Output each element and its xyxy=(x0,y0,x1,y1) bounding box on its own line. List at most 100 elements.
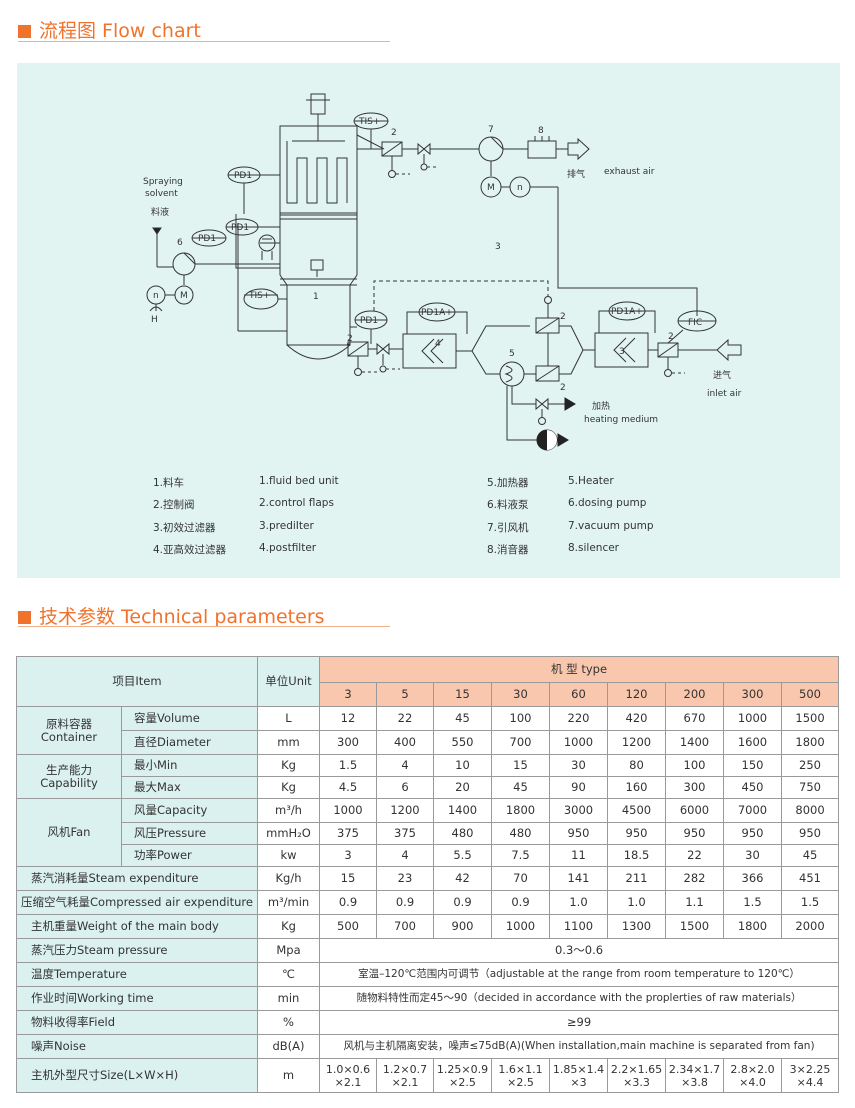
value-cell: 45 xyxy=(780,844,840,867)
value-cell: 12 xyxy=(319,706,377,731)
size-cell: 2.2×1.65×3.3 xyxy=(607,1058,666,1093)
table-row: 风压Pressure mmH₂O 375 375 480 480 950 950… xyxy=(17,822,840,845)
table-row: 作业时间Working time min 随物料特性而定45～90（decide… xyxy=(16,986,840,1011)
legend-item: 4.亚高效过滤器 xyxy=(153,543,227,556)
table-row: 直径Diameter mm 300 400 550 700 1000 1200 … xyxy=(17,730,840,755)
value-cell: 3000 xyxy=(549,798,608,823)
model-cell: 30 xyxy=(491,682,550,707)
unit-header: 单位Unit xyxy=(257,656,320,707)
row-unit: mm xyxy=(257,730,320,755)
legend-item: 6.dosing pump xyxy=(568,497,647,510)
value-cell: 1000 xyxy=(723,706,782,731)
value-cell: 7000 xyxy=(723,798,782,823)
value-cell: 1400 xyxy=(665,730,724,755)
bowl-bottom-shape xyxy=(286,344,351,360)
table-row: 最大Max Kg 4.5 6 20 45 90 160 300 450 750 xyxy=(17,776,840,799)
num-3a: 3 xyxy=(495,242,501,252)
model-cell: 500 xyxy=(780,682,840,707)
postfilter-shape xyxy=(402,333,457,369)
pd1a-label-a: PD1A+ xyxy=(421,308,453,318)
row-label: 作业时间Working time xyxy=(16,986,258,1011)
params-heading: 技术参数 Technical parameters xyxy=(18,602,325,629)
value-cell: 18.5 xyxy=(607,844,666,867)
size-cell: 3×2.25×4.4 xyxy=(780,1058,840,1093)
size-line: ×2.5 xyxy=(449,1075,476,1089)
size-line: ×4.4 xyxy=(796,1075,824,1089)
value-cell: 2000 xyxy=(780,914,840,939)
merged-value-cell: 0.3～0.6 xyxy=(318,938,840,963)
row-unit: min xyxy=(257,986,320,1011)
params-heading-text: 技术参数 Technical parameters xyxy=(39,606,325,628)
row-unit: Kg xyxy=(257,776,320,799)
table-row: 主机重量Weight of the main body Kg 500 700 9… xyxy=(16,914,840,939)
value-cell: 22 xyxy=(376,706,434,731)
heading-square-icon xyxy=(18,611,31,624)
value-cell: 22 xyxy=(665,844,724,867)
pd1-label-a: PD1 xyxy=(234,171,252,181)
row-label: 主机外型尺寸Size(L×W×H) xyxy=(16,1058,258,1093)
silencer-shape xyxy=(527,140,557,159)
value-cell: 420 xyxy=(607,706,666,731)
tis-body-label: TIS+ xyxy=(248,291,270,301)
value-cell: 11 xyxy=(549,844,608,867)
value-cell: 950 xyxy=(665,822,724,845)
model-cell: 3 xyxy=(319,682,377,707)
value-cell: 480 xyxy=(491,822,550,845)
row-unit: kw xyxy=(257,844,320,867)
table-row: 压缩空气耗量Compressed air expenditure m³/min … xyxy=(16,890,840,915)
table-row: 温度Temperature ℃ 室温–120℃范围内可调节（adjustable… xyxy=(16,962,840,987)
merged-value-cell: 室温–120℃范围内可调节（adjustable at the range fr… xyxy=(318,962,840,987)
size-line: ×3.8 xyxy=(681,1075,708,1089)
value-cell: 7.5 xyxy=(491,844,550,867)
value-cell: 300 xyxy=(665,776,724,799)
value-cell: 250 xyxy=(780,754,840,777)
row-label: 风量Capacity xyxy=(121,798,258,823)
row-label: 压缩空气耗量Compressed air expenditure xyxy=(16,890,258,915)
size-line: ×3.3 xyxy=(623,1075,650,1089)
speed-label-a: n xyxy=(517,183,523,193)
container-label-cn: 原料容器 xyxy=(46,716,92,731)
flow-chart-heading-text: 流程图 Flow chart xyxy=(39,20,201,42)
size-cell: 1.25×0.9×2.5 xyxy=(433,1058,492,1093)
value-cell: 950 xyxy=(723,822,782,845)
value-cell: 90 xyxy=(549,776,608,799)
value-cell: 100 xyxy=(491,706,550,731)
row-unit: Kg xyxy=(257,754,320,777)
value-cell: 45 xyxy=(433,706,492,731)
legend-item: 8.silencer xyxy=(568,541,619,554)
num-2e: 2 xyxy=(668,332,674,342)
legend-item: 1.fluid bed unit xyxy=(259,475,339,487)
value-cell: 1.5 xyxy=(319,754,377,777)
value-cell: 5.5 xyxy=(433,844,492,867)
size-line: 1.2×0.7 xyxy=(382,1062,428,1076)
value-cell: 1500 xyxy=(780,706,840,731)
value-cell: 700 xyxy=(491,730,550,755)
value-cell: 1.0 xyxy=(607,890,666,915)
value-cell: 100 xyxy=(665,754,724,777)
row-unit: % xyxy=(257,1010,320,1035)
value-cell: 400 xyxy=(376,730,434,755)
value-cell: 1200 xyxy=(607,730,666,755)
value-cell: 375 xyxy=(376,822,434,845)
value-cell: 42 xyxy=(433,866,492,891)
value-cell: 80 xyxy=(607,754,666,777)
legend-item: 2.控制阀 xyxy=(153,499,195,512)
value-cell: 45 xyxy=(491,776,550,799)
motor-label-a: M xyxy=(487,183,495,193)
table-row: 蒸汽压力Steam pressure Mpa 0.3～0.6 xyxy=(16,938,840,963)
model-cell: 60 xyxy=(549,682,608,707)
row-label: 容量Volume xyxy=(121,706,258,731)
capability-label-en: Capability xyxy=(40,775,98,790)
exhaust-en-label: exhaust air xyxy=(604,167,655,177)
num-2d: 2 xyxy=(560,383,566,393)
speed-label-b: n xyxy=(153,291,159,301)
value-cell: 10 xyxy=(433,754,492,777)
size-line: 2.2×1.65 xyxy=(610,1062,663,1076)
legend-item: 6.料液泵 xyxy=(487,499,529,512)
value-cell: 450 xyxy=(723,776,782,799)
value-cell: 0.9 xyxy=(319,890,377,915)
legend-item: 5.加热器 xyxy=(487,477,529,489)
